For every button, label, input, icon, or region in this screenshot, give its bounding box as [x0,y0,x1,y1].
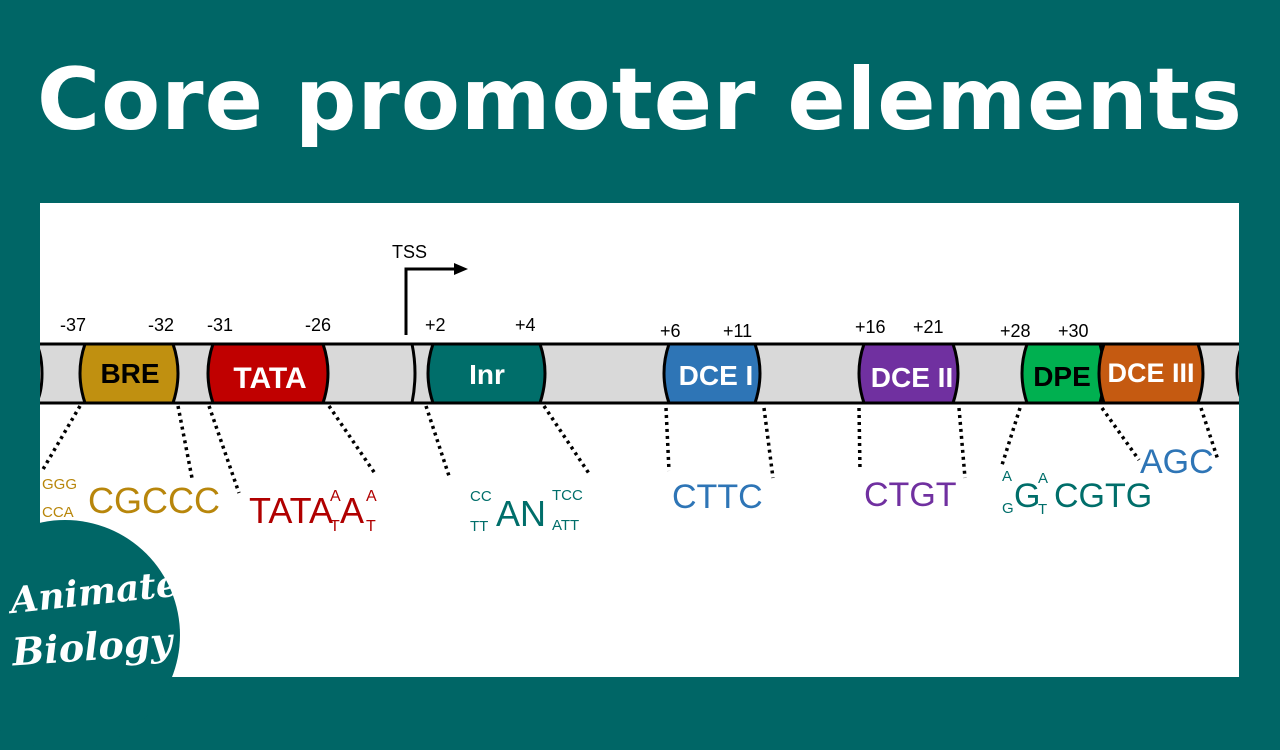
sequence-tata-s1-top: A [330,488,341,505]
segment-dce1-label: DCE I [679,360,754,391]
tss-arrow [404,267,458,335]
sequence-bre-main: CGCCC [88,480,220,521]
leader-line [40,405,82,472]
position-label: +28 [1000,321,1031,341]
segment-dce3: DCE III [1097,342,1205,405]
position-label: +21 [913,317,944,337]
segment-dce2-shape [857,342,960,405]
dotted-leaders [40,405,1220,494]
sequence-bre-pre-top: GGG [42,476,77,493]
sequence-inr: CC TT AN TCC ATT [470,487,583,535]
segment-dce1-shape [662,342,762,405]
sequence-inr-pre-top: CC [470,488,492,505]
segment-bre-shape [78,342,180,405]
sequence-dce1: CTTC [672,478,763,516]
leader-line [176,405,194,479]
sequence-inr-post-top: TCC [552,487,583,504]
sequence-dpe-g: G [1014,477,1040,515]
segment-dpe-label: DPE [1033,361,1091,392]
sequence-tata-s1-bottom: T [330,518,340,535]
logo-text-line2: Biology [10,618,174,675]
position-label: -32 [148,315,174,335]
sequence-dpe-pre-top: A [1002,468,1012,485]
segment-dce3-shape [1097,342,1205,405]
sequence-inr-post-bottom: ATT [552,517,579,534]
sequence-dce3: AGC [1140,443,1214,481]
segment-dce3-label: DCE III [1107,358,1194,388]
sequence-dpe-mid-top: A [1038,470,1048,487]
leader-line [664,407,671,472]
position-label: +16 [855,317,886,337]
sequence-tata-s2-top: A [366,488,377,505]
tss-label: TSS [392,242,427,262]
sequence-tata-s2-bottom: T [366,518,376,535]
segment-tata-shape [206,342,330,405]
segment-dpe: DPE [1020,342,1106,405]
segment-tata: TATA [206,342,330,405]
segment-bre-label: BRE [100,358,159,389]
sequence-inr-main: AN [496,493,546,534]
leader-line [762,407,775,479]
segment-tata-label: TATA [233,362,306,395]
tss-marker: TSS [392,242,468,335]
animated-biology-logo: Animated Biology [0,520,206,750]
promoter-diagram: BRE TATA Inr DCE I DCE II DPE DCE III [40,242,1239,535]
sequence-tata-mid: A [340,490,364,531]
leader-line [857,407,862,472]
position-label: -31 [207,315,233,335]
position-label: +2 [425,315,446,335]
leader-line [327,405,378,476]
dna-tube-left-end [40,348,44,399]
position-label: +11 [723,321,752,341]
position-label: +6 [660,321,681,341]
page-title: Core promoter elements [36,50,1243,150]
leader-line [1100,406,1141,462]
sequence-tata: TATA A T A A T [249,488,377,535]
position-label: -37 [60,315,86,335]
tss-arrowhead [454,263,468,275]
dna-tube-right-end [1235,349,1239,398]
leader-line [1199,407,1220,461]
segment-inr-shape [426,342,547,405]
sequence-inr-pre-bottom: TT [470,518,488,535]
sequence-dce2: CTGT [864,476,957,514]
tube-ridge [410,343,417,404]
segment-inr: Inr [426,342,547,405]
sequence-dce2-main: CTGT [864,476,957,514]
sequence-dpe-mid-bottom: T [1038,501,1047,518]
leader-line [424,405,452,480]
segment-dce2: DCE II [857,342,960,405]
logo-text-line1: Animated [8,559,206,623]
position-label: +30 [1058,321,1089,341]
sequence-dpe-main: CGTG [1054,477,1152,515]
leader-line [957,407,967,479]
sequence-bre: GGG CCA CGCCC [42,476,220,521]
sequence-dpe: A G G A T CGTG [1002,468,1152,518]
leader-line [542,405,592,476]
segment-dce2-label: DCE II [871,362,953,393]
segment-inr-label: Inr [469,359,505,390]
segment-dce1: DCE I [662,342,762,405]
sequence-dpe-pre-bottom: G [1002,500,1014,517]
leader-line [207,405,241,494]
position-labels: -37 -32 -31 -26 +2 +4 +6 +11 +16 +21 +28… [60,315,1089,341]
sequence-dce1-main: CTTC [672,478,763,516]
diagram-panel: BRE TATA Inr DCE I DCE II DPE DCE III [40,203,1239,677]
sequence-tata-main: TATA [249,490,333,531]
sequence-bre-pre-bottom: CCA [42,504,74,521]
segment-bre: BRE [78,342,180,405]
leader-line [1000,407,1022,466]
position-label: -26 [305,315,331,335]
sequence-dce3-main: AGC [1140,443,1214,481]
position-label: +4 [515,315,536,335]
